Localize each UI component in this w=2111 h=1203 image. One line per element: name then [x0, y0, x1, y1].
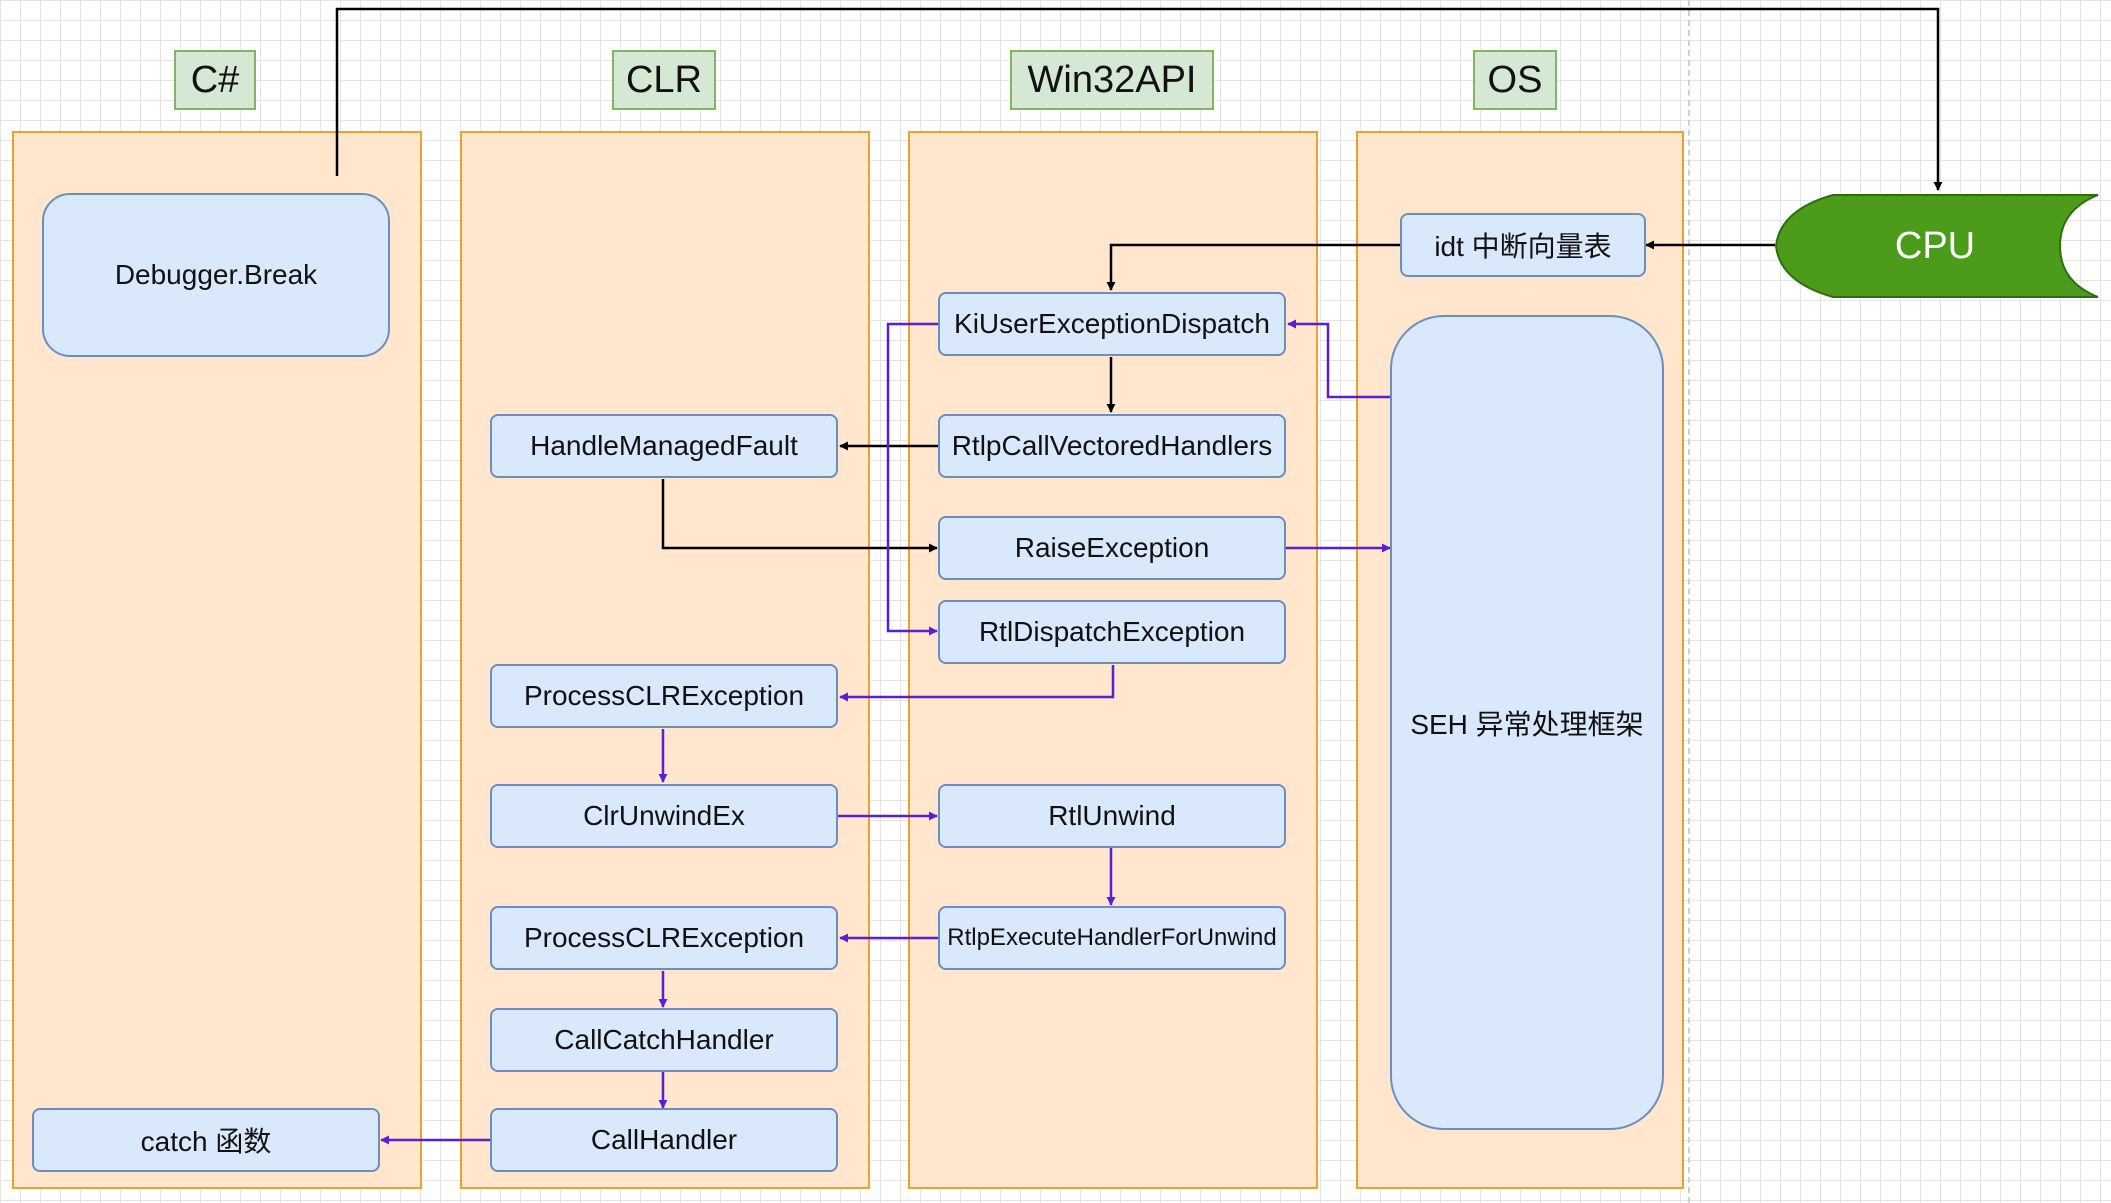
node-rtlp-execute-handler-for-unwind[interactable]: RtlpExecuteHandlerForUnwind: [938, 906, 1286, 970]
node-call-catch-handler[interactable]: CallCatchHandler: [490, 1008, 838, 1072]
lane-label-win32api: Win32API: [1010, 50, 1214, 110]
node-catch-function[interactable]: catch 函数: [32, 1108, 380, 1172]
lane-label-os: OS: [1473, 50, 1557, 110]
lane-label-clr: CLR: [612, 50, 716, 110]
node-clr-unwind-ex[interactable]: ClrUnwindEx: [490, 784, 838, 848]
node-raise-exception[interactable]: RaiseException: [938, 516, 1286, 580]
node-idt-interrupt-table[interactable]: idt 中断向量表: [1400, 213, 1646, 277]
edge-idt-to-kiuser: [1106, 243, 1400, 291]
node-rtl-dispatch-exception[interactable]: RtlDispatchException: [938, 600, 1286, 664]
node-process-clr-exception-2[interactable]: ProcessCLRException: [490, 906, 838, 970]
edge-rtldispatch-to-processclr: [839, 665, 1115, 702]
cpu-shape: [1774, 194, 2099, 298]
page-boundary-line: [1688, 0, 1690, 1203]
node-handle-managed-fault[interactable]: HandleManagedFault: [490, 414, 838, 478]
edge-seh-to-kiuser: [1287, 319, 1390, 399]
cpu-label[interactable]: CPU: [1894, 224, 1976, 267]
node-debugger-break[interactable]: Debugger.Break: [42, 193, 390, 357]
node-rtlp-call-vectored-handlers[interactable]: RtlpCallVectoredHandlers: [938, 414, 1286, 478]
node-call-handler[interactable]: CallHandler: [490, 1108, 838, 1172]
node-seh-framework[interactable]: SEH 异常处理框架: [1390, 315, 1664, 1130]
edge-handlemanaged-to-raise: [661, 479, 938, 553]
edge-debugger-to-cpu: [335, 7, 1943, 191]
lane-label-csharp: C#: [174, 50, 256, 110]
node-process-clr-exception-1[interactable]: ProcessCLRException: [490, 664, 838, 728]
node-ki-user-exception-dispatch[interactable]: KiUserExceptionDispatch: [938, 292, 1286, 356]
edge-kiuser-to-rtldispatch: [886, 322, 939, 636]
node-rtl-unwind[interactable]: RtlUnwind: [938, 784, 1286, 848]
